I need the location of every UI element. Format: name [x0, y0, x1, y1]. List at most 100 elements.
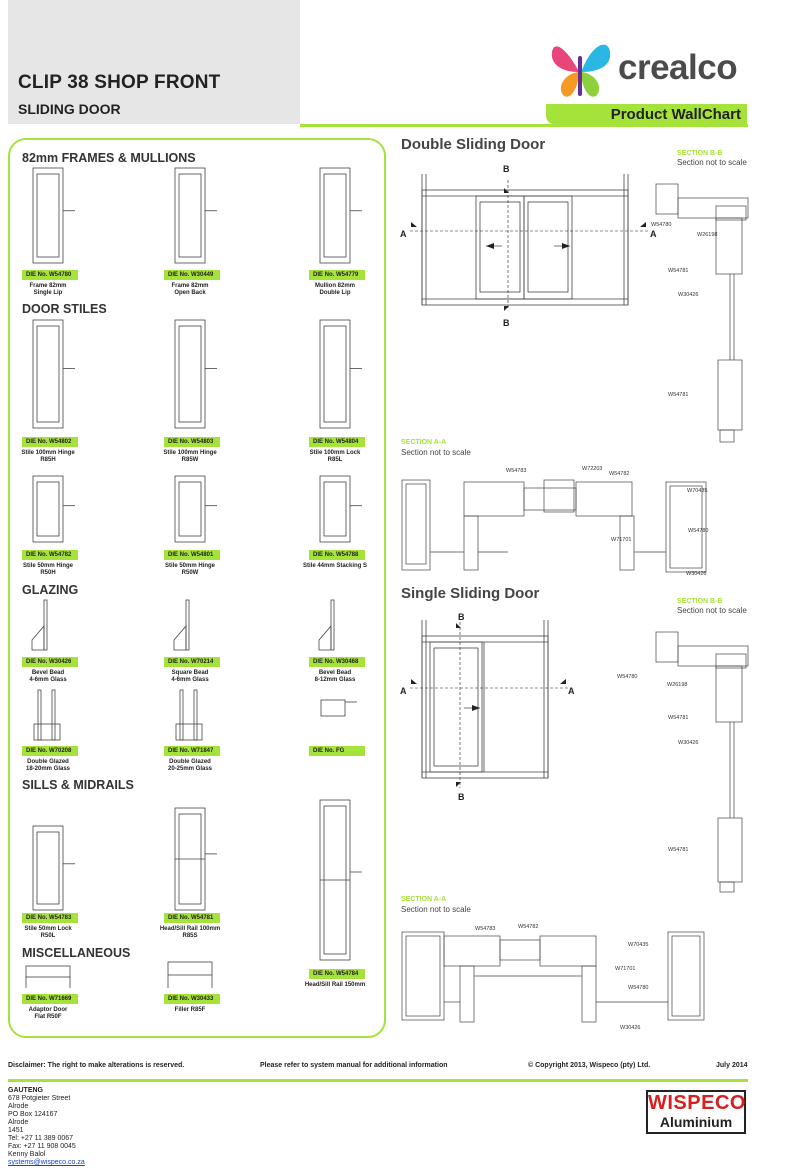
profile-drawing-5	[174, 319, 217, 429]
double-bb-scale: Section not to scale	[677, 158, 747, 167]
page-subtitle: SLIDING DOOR	[18, 101, 121, 117]
single-door-title: Single Sliding Door	[401, 585, 540, 602]
wispeco-sub: Aluminium	[659, 1114, 733, 1130]
callout-bb-2: W26198	[697, 232, 718, 238]
die-number-label: DIE No. FG	[309, 746, 365, 756]
callout-bb-4: W30426	[678, 292, 699, 298]
callout-aa-1: W54783	[506, 468, 527, 474]
callout-saa-4: W71701	[615, 966, 636, 972]
profile-drawing-1	[32, 167, 75, 264]
single-marker-a-right: A	[568, 686, 575, 696]
die-number-label: DIE No. W71669	[22, 994, 78, 1004]
caption-line-1: Filler R85F	[174, 1007, 206, 1013]
caption-line-1: Double Glazed	[27, 759, 69, 765]
section-misc-heading: MISCELLANEOUS	[22, 946, 131, 960]
caption-line-1: Head/Sill Rail 150mm	[304, 982, 366, 988]
address-block: GAUTENG 678 Potgieter Street Alrode PO B…	[8, 1087, 85, 1167]
die-number-label: DIE No. W54782	[22, 550, 78, 560]
caption-line-1: Stile 44mm Stacking S	[302, 563, 368, 569]
die-number-label: DIE No. W71847	[164, 746, 220, 756]
profile-drawing-18	[319, 799, 362, 961]
address-region: GAUTENG	[8, 1087, 43, 1094]
caption-line-1: Adaptor Door	[28, 1007, 68, 1013]
die-number-label: DIE No. W54802	[22, 437, 78, 447]
profile-drawing-7	[32, 475, 75, 543]
caption-line-1: Stile 100mm Hinge	[21, 450, 75, 456]
profile-drawing-4	[32, 319, 75, 429]
caption-line-1: Bevel Bead	[31, 670, 65, 676]
die-number-label: DIE No. W30433	[164, 994, 220, 1004]
manual-note: Please refer to system manual for additi…	[260, 1062, 448, 1069]
caption-line-2: 20-25mm Glass	[167, 766, 213, 772]
profile-drawing-3	[319, 167, 362, 264]
callout-aa-6: W71701	[611, 537, 632, 543]
die-number-label: DIE No. W54784	[309, 969, 365, 979]
caption-line-1: Stile 100mm Hinge	[163, 450, 217, 456]
callout-bb-3: W54781	[668, 268, 689, 274]
section-sills-heading: SILLS & MIDRAILS	[22, 778, 134, 792]
callout-aa-2: W72203	[582, 466, 603, 472]
caption-line-1: Bevel Bead	[318, 670, 352, 676]
callout-aa-4: W70435	[687, 488, 708, 494]
caption-line-2: 18-20mm Glass	[25, 766, 71, 772]
email-link[interactable]: systems@wispeco.co.za	[8, 1159, 85, 1166]
profile-drawings	[25, 167, 362, 988]
double-bb-label: SECTION B-B	[677, 150, 723, 157]
caption-line-1: Mullion 82mm	[314, 283, 355, 289]
caption-line-1: Frame 82mm	[29, 283, 67, 289]
die-number-label: DIE No. W70208	[22, 746, 78, 756]
marker-b-top: B	[503, 164, 510, 174]
marker-b-bottom: B	[503, 318, 510, 328]
page-title: CLIP 38 SHOP FRONT	[18, 72, 221, 93]
profile-drawing-13	[33, 689, 61, 741]
profile-drawing-11	[173, 599, 190, 651]
caption-line-1: Stile 100mm Lock	[309, 450, 361, 456]
address-contact: Kenny Balol	[8, 1151, 46, 1158]
caption-line-1: Stile 50mm Hinge	[164, 563, 215, 569]
single-aa-scale: Section not to scale	[401, 905, 471, 914]
address-fax: Fax: +27 11 908 0045	[8, 1143, 76, 1150]
callout-saa-1: W54783	[475, 926, 496, 932]
wallchart-tag: Product WallChart	[546, 104, 747, 124]
wispeco-logo: WISPECO Aluminium	[646, 1090, 746, 1134]
single-marker-a-left: A	[400, 686, 407, 696]
caption-line-1: Double Glazed	[169, 759, 211, 765]
caption-line-2: 4-6mm Glass	[171, 677, 209, 683]
double-aa-section	[401, 479, 707, 573]
die-number-label: DIE No. W54801	[164, 550, 220, 560]
caption-line-2: Double Lip	[319, 290, 351, 296]
profile-caption: Head/Sill Rail 150mm	[287, 982, 383, 989]
marker-a-right: A	[650, 229, 657, 239]
double-door-title: Double Sliding Door	[401, 136, 546, 153]
profile-drawing-12	[318, 599, 335, 651]
die-number-label: DIE No. W30449	[164, 270, 220, 280]
profile-drawing-16	[32, 825, 75, 911]
profile-caption: Stile 44mm Stacking S	[287, 563, 383, 570]
caption-line-2: R85L	[327, 457, 343, 463]
profile-caption: Filler R85F	[142, 1007, 238, 1014]
address-line: 1451	[8, 1127, 24, 1134]
caption-line-1: Stile 50mm Lock	[24, 926, 72, 932]
die-number-label: DIE No. W54803	[164, 437, 220, 447]
caption-line-2: Open Back	[174, 290, 206, 296]
die-number-label: DIE No. W54788	[309, 550, 365, 560]
profiles-panel	[8, 138, 386, 1038]
address-line: 678 Potgieter Street	[8, 1095, 71, 1102]
die-number-label: DIE No. W30426	[22, 657, 78, 667]
copyright: © Copyright 2013, Wispeco (pty) Ltd.	[528, 1062, 651, 1069]
callout-aa-7: W30426	[686, 571, 707, 577]
profile-drawing-20	[167, 961, 213, 988]
caption-line-2: R85S	[182, 933, 198, 939]
